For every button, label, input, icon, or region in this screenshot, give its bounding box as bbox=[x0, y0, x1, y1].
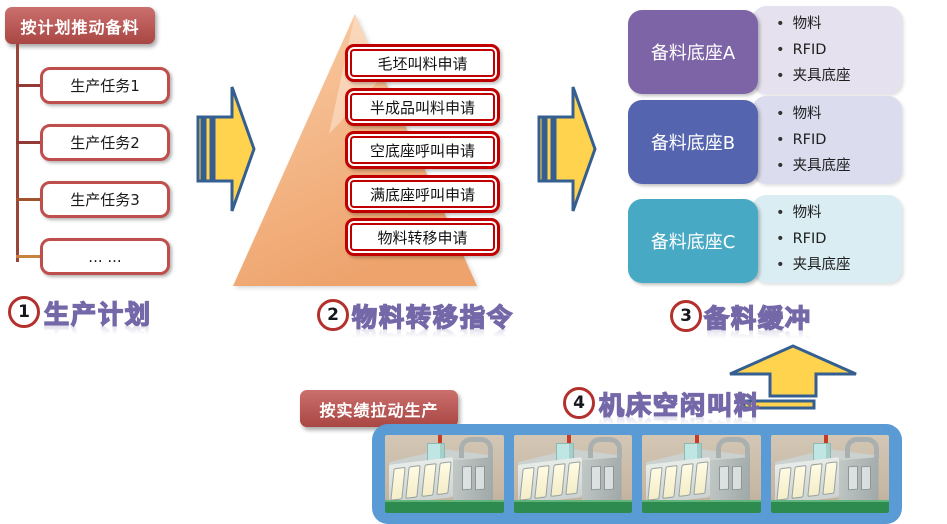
base-panel-a: 物料 RFID 夹具底座 bbox=[752, 6, 902, 94]
step-number-4: 4 bbox=[563, 387, 595, 419]
front-window bbox=[662, 464, 679, 499]
machine-front bbox=[517, 457, 582, 505]
task-box-3: 生产任务3 bbox=[40, 181, 170, 218]
side-window bbox=[847, 465, 858, 491]
machine-side bbox=[710, 457, 750, 501]
request-box-empty-base: 空底座呼叫申请 bbox=[345, 131, 500, 169]
front-window bbox=[549, 463, 565, 498]
step-label-production-plan: 生产计划 bbox=[43, 299, 153, 329]
panel-c-item-material: 物料 bbox=[776, 200, 894, 226]
machine-side bbox=[581, 457, 622, 501]
machine-front bbox=[646, 457, 710, 505]
step-label-idle-machine-call: 机床空闲叫料 bbox=[598, 390, 762, 420]
task-box-1: 生产任务1 bbox=[40, 67, 170, 104]
machine-photos-frame bbox=[372, 424, 902, 524]
machine-photo bbox=[770, 435, 889, 513]
front-window bbox=[534, 464, 550, 499]
side-window bbox=[462, 465, 472, 491]
panel-b-item-fixture-base: 夹具底座 bbox=[776, 153, 894, 179]
side-window bbox=[475, 465, 485, 491]
side-window bbox=[603, 465, 614, 491]
tree-connector-line bbox=[16, 44, 19, 262]
pull-production-title: 按实绩拉动生产 bbox=[300, 390, 458, 427]
machine-arch-handle bbox=[459, 437, 493, 458]
front-window bbox=[564, 461, 581, 496]
panel-c-item-fixture-base: 夹具底座 bbox=[776, 252, 894, 278]
panel-a-item-material: 物料 bbox=[776, 11, 894, 37]
base-box-c: 备料底座C bbox=[628, 199, 758, 283]
task-box-more: ... ... bbox=[40, 238, 170, 275]
front-window bbox=[821, 461, 838, 496]
front-window bbox=[518, 466, 535, 501]
front-window bbox=[775, 466, 792, 501]
panel-c-item-rfid: RFID bbox=[776, 226, 894, 252]
green-floor bbox=[770, 500, 889, 513]
tree-branch-2 bbox=[16, 141, 42, 144]
front-window bbox=[806, 463, 822, 498]
machine-photo bbox=[513, 435, 632, 513]
request-box-full-base: 满底座呼叫申请 bbox=[345, 175, 500, 213]
side-window bbox=[719, 465, 729, 491]
front-window bbox=[677, 463, 694, 498]
green-floor bbox=[513, 500, 632, 513]
tree-branch-4 bbox=[16, 255, 42, 258]
request-box-semi-finished: 半成品叫料申请 bbox=[345, 88, 500, 126]
front-window bbox=[693, 461, 709, 496]
base-box-b: 备料底座B bbox=[628, 100, 758, 184]
side-window bbox=[590, 465, 601, 491]
front-window bbox=[791, 464, 807, 499]
tree-branch-3 bbox=[16, 198, 42, 201]
request-box-material-transfer: 物料转移申请 bbox=[345, 218, 500, 256]
step-label-material-transfer: 物料转移指令 bbox=[351, 302, 515, 332]
machine-side bbox=[838, 457, 879, 501]
front-window bbox=[390, 466, 406, 501]
panel-b-item-material: 物料 bbox=[776, 101, 894, 127]
right-arrow-icon bbox=[196, 86, 256, 212]
base-panel-c: 物料 RFID 夹具底座 bbox=[752, 195, 902, 283]
machine-arch-handle bbox=[716, 437, 750, 458]
request-box-raw-blank: 毛坯叫料申请 bbox=[345, 44, 500, 82]
machine-front bbox=[389, 457, 453, 505]
machine-front bbox=[774, 457, 839, 505]
front-window bbox=[405, 464, 422, 499]
side-window bbox=[860, 465, 871, 491]
front-window bbox=[647, 466, 663, 501]
panel-a-item-fixture-base: 夹具底座 bbox=[776, 63, 894, 89]
tree-branch-1 bbox=[16, 84, 42, 87]
machine-antenna bbox=[695, 435, 699, 444]
step-label-buffer: 备料缓冲 bbox=[703, 303, 813, 333]
step-number-2: 2 bbox=[317, 299, 349, 331]
base-panel-b: 物料 RFID 夹具底座 bbox=[752, 96, 902, 184]
machine-antenna bbox=[566, 435, 571, 444]
machine-antenna bbox=[823, 435, 828, 444]
green-floor bbox=[642, 500, 761, 513]
front-window bbox=[436, 461, 452, 496]
side-window bbox=[732, 465, 742, 491]
machine-photo bbox=[385, 435, 504, 513]
machine-arch-handle bbox=[844, 437, 879, 458]
panel-a-item-rfid: RFID bbox=[776, 37, 894, 63]
machine-photo bbox=[642, 435, 761, 513]
step-number-3: 3 bbox=[670, 300, 702, 332]
green-floor bbox=[385, 500, 504, 513]
panel-b-item-rfid: RFID bbox=[776, 127, 894, 153]
right-arrow-icon bbox=[537, 86, 597, 212]
front-window bbox=[420, 463, 437, 498]
task-box-2: 生产任务2 bbox=[40, 124, 170, 161]
up-arrow-icon bbox=[729, 344, 857, 410]
machine-arch-handle bbox=[587, 437, 622, 458]
step-number-1: 1 bbox=[8, 296, 40, 328]
plan-push-title: 按计划推动备料 bbox=[5, 7, 155, 44]
base-box-a: 备料底座A bbox=[628, 10, 758, 94]
machine-antenna bbox=[438, 435, 442, 444]
machine-side bbox=[453, 457, 493, 501]
